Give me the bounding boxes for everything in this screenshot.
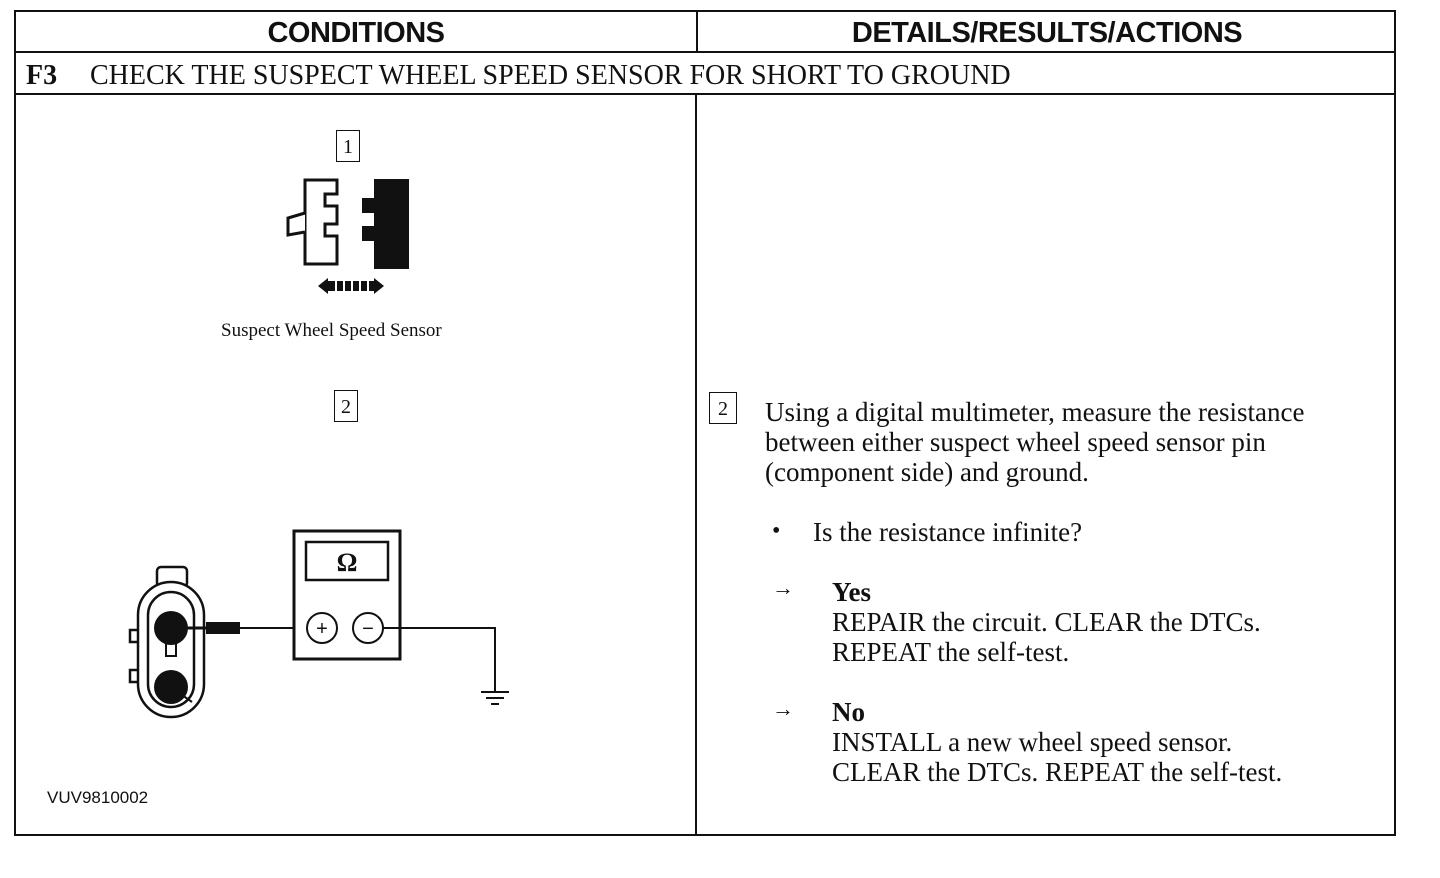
question-bullet: •	[772, 518, 781, 544]
conditions-header: CONDITIONS	[267, 17, 445, 49]
test-lead-ground	[383, 627, 496, 692]
sensor-connector-face-icon	[128, 565, 206, 719]
instruction-line: (component side) and ground.	[765, 457, 1089, 487]
disconnect-arrow-icon	[318, 278, 384, 294]
no-action-line: CLEAR the DTCs. REPEAT the self-test.	[832, 757, 1283, 787]
connector-disconnect-illustration	[286, 178, 409, 294]
positive-jack-label: +	[316, 618, 328, 640]
details-step-number: 2	[709, 392, 737, 424]
multimeter-test-illustration: Ω + −	[128, 529, 509, 719]
connector-latch	[286, 211, 306, 237]
step-title: CHECK THE SUSPECT WHEEL SPEED SENSOR FOR…	[90, 60, 1011, 91]
no-result: No INSTALL a new wheel speed sensor. CLE…	[832, 697, 1392, 787]
instruction-line: Using a digital multimeter, measure the …	[765, 397, 1305, 427]
measurement-instruction: Using a digital multimeter, measure the …	[765, 397, 1385, 487]
multimeter-display	[304, 540, 390, 582]
negative-jack-label: −	[362, 618, 374, 640]
ohm-symbol: Ω	[337, 548, 358, 577]
yes-label: Yes	[832, 577, 871, 607]
no-arrow-icon: →	[772, 696, 794, 721]
positive-jack-icon	[306, 612, 338, 644]
probe-tip	[206, 622, 240, 634]
connector-half-harness-side	[303, 178, 339, 266]
no-label: No	[832, 697, 865, 727]
connector-half-sensor-side	[362, 179, 409, 269]
header-divider	[16, 51, 1394, 53]
body-column-divider	[695, 93, 697, 834]
figure-code: VUV9810002	[47, 788, 149, 807]
yes-action-line: REPEAT the self-test.	[832, 637, 1070, 667]
instruction-line: between either suspect wheel speed senso…	[765, 427, 1266, 457]
ground-symbol-icon	[481, 691, 509, 705]
step-id: F3	[26, 60, 58, 91]
figure-1-caption: Suspect Wheel Speed Sensor	[221, 320, 442, 341]
details-header: DETAILS/RESULTS/ACTIONS	[851, 17, 1243, 49]
figure-2-number: 2	[334, 390, 358, 422]
yes-result: Yes REPAIR the circuit. CLEAR the DTCs. …	[832, 577, 1392, 667]
multimeter-icon	[292, 529, 402, 661]
no-action-line: INSTALL a new wheel speed sensor.	[832, 727, 1233, 757]
figure-1-number: 1	[336, 130, 360, 162]
step-title-row: F3 CHECK THE SUSPECT WHEEL SPEED SENSOR F…	[26, 56, 1011, 96]
procedure-table: CONDITIONS DETAILS/RESULTS/ACTIONS F3 CHE…	[14, 10, 1396, 836]
question-text: Is the resistance infinite?	[813, 517, 1083, 547]
header-column-divider	[696, 12, 698, 51]
yes-action-line: REPAIR the circuit. CLEAR the DTCs.	[832, 607, 1261, 637]
yes-arrow-icon: →	[772, 575, 794, 600]
step-title-divider	[16, 93, 1394, 95]
